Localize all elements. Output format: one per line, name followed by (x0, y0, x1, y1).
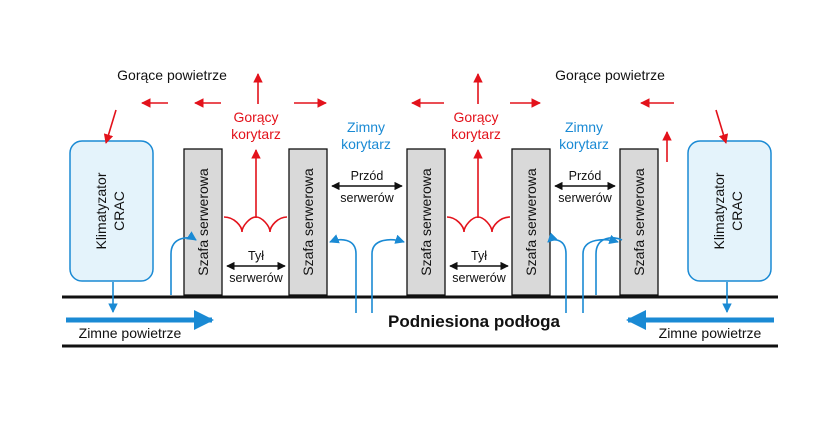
cold-air-label-right: Zimne powietrze (659, 325, 762, 341)
server-rack-1: Szafa serwerowa (183, 148, 223, 296)
hot-aisle-1-flow (223, 149, 288, 233)
server-rack-2: Szafa serwerowa (288, 148, 328, 296)
cold-aisle-1-label-2: korytarz (341, 136, 391, 152)
crac-right-unit (687, 140, 772, 282)
cold-aisle-2-label-1: Zimny (565, 119, 603, 135)
front-2-label-2: serwerów (558, 191, 612, 205)
hot-air-label-left: Gorące powietrze (117, 67, 227, 83)
hot-aisle-2-label-1: Gorący (453, 109, 498, 125)
cold-aisle-1-label-1: Zimny (347, 119, 385, 135)
raised-floor-label: Podniesiona podłoga (388, 312, 560, 331)
rack-2-label: Szafa serwerowa (300, 168, 316, 276)
back-1-label-1: Tył (248, 249, 264, 263)
server-rack-3: Szafa serwerowa (406, 148, 446, 296)
server-rack-5: Szafa serwerowa (619, 148, 659, 296)
rack-3-label: Szafa serwerowa (418, 168, 434, 276)
server-rack-4: Szafa serwerowa (511, 148, 551, 296)
rack-5-label: Szafa serwerowa (631, 168, 647, 276)
hot-aisle-2-label-2: korytarz (451, 126, 501, 142)
back-2-label-1: Tył (471, 249, 487, 263)
red-arrow-icon (103, 73, 729, 162)
back-2-label-2: serwerów (452, 271, 506, 285)
front-1-label-1: Przód (351, 169, 384, 183)
front-1-label-2: serwerów (340, 191, 394, 205)
double-arrow-icon (226, 181, 616, 271)
hot-aisle-1-label-1: Gorący (233, 109, 278, 125)
hot-aisle-2-flow (446, 149, 511, 233)
cold-air-label-left: Zimne powietrze (79, 325, 182, 341)
hot-air-label-right: Gorące powietrze (555, 67, 665, 83)
crac-right-label-1: Klimatyzator (711, 172, 727, 249)
blue-arrow-icon (108, 231, 732, 313)
back-1-label-2: serwerów (229, 271, 283, 285)
cold-aisle-2-label-2: korytarz (559, 136, 609, 152)
hot-aisle-1-label-2: korytarz (231, 126, 281, 142)
crac-left-label-1: Klimatyzator (93, 172, 109, 249)
crac-left-label-2: CRAC (111, 191, 127, 231)
front-2-label-1: Przód (569, 169, 602, 183)
rack-1-label: Szafa serwerowa (195, 168, 211, 276)
rack-4-label: Szafa serwerowa (523, 168, 539, 276)
crac-right-label-2: CRAC (729, 191, 745, 231)
